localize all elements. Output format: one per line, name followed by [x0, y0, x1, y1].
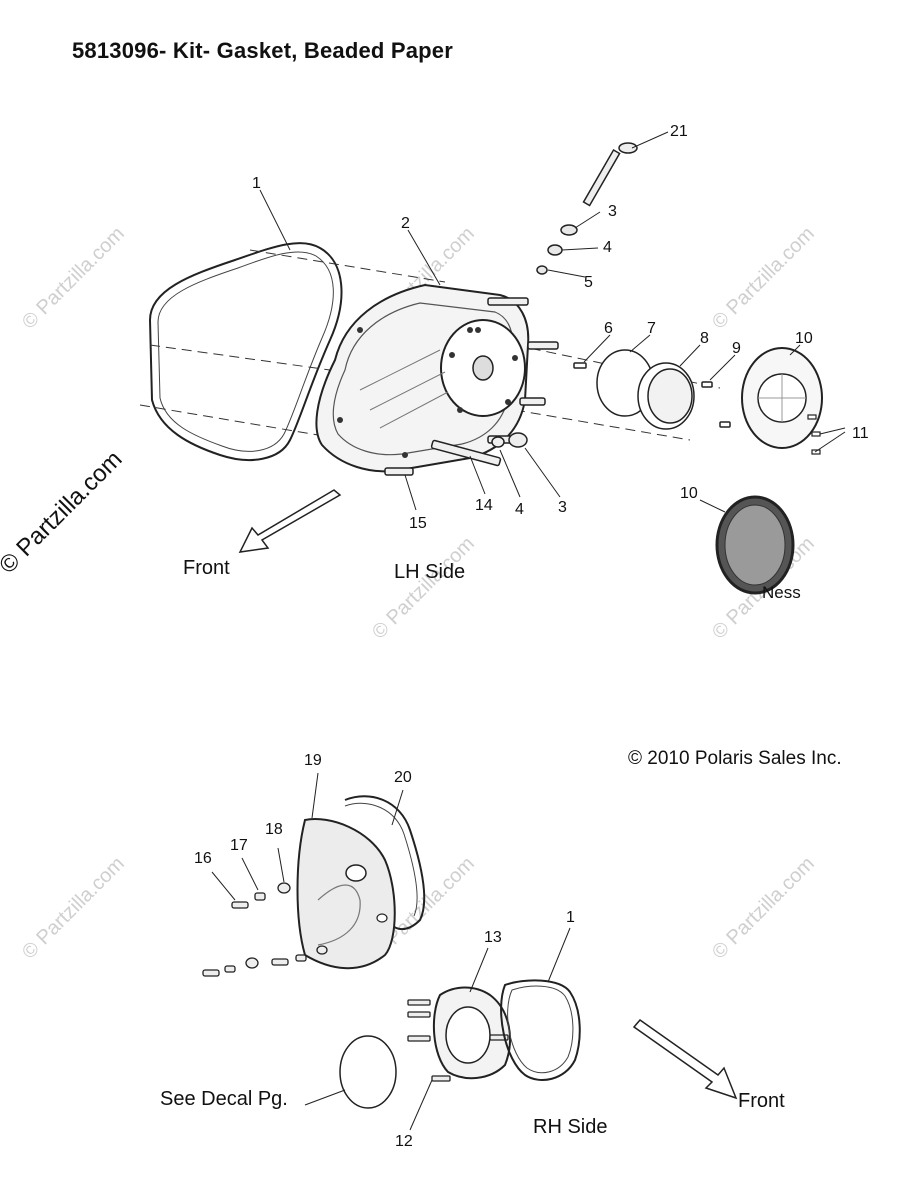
bracket-screws	[407, 999, 509, 1082]
bottom-hardware	[491, 432, 528, 448]
callout-14: 14	[475, 497, 493, 514]
derby-cover	[741, 347, 823, 449]
label-lh-side: LH Side	[394, 561, 466, 583]
callout-21: 21	[670, 123, 688, 140]
callout-1: 1	[252, 175, 261, 192]
page-title: 5813096- Kit- Gasket, Beaded Paper	[72, 38, 453, 63]
callout-10: 10	[795, 330, 813, 347]
callout-7: 7	[647, 320, 656, 337]
label-front-top: Front	[183, 557, 230, 579]
leader-lines-top	[259, 131, 846, 513]
bracket-13	[432, 986, 511, 1080]
callout-13: 13	[484, 929, 502, 946]
callout-8: 8	[700, 330, 709, 347]
callout-19: 19	[304, 752, 322, 769]
copyright-notice: © 2010 Polaris Sales Inc.	[628, 748, 842, 769]
callout-15: 15	[409, 515, 427, 532]
callout-12: 12	[395, 1133, 413, 1150]
callout-9: 9	[732, 340, 741, 357]
callout-4: 4	[603, 239, 612, 256]
watermark: © Partzilla.com	[368, 533, 479, 644]
callout-2: 2	[401, 215, 410, 232]
leader-lines-bottom	[211, 772, 571, 1131]
front-arrow-top	[238, 489, 342, 553]
callout-1-rh: 1	[566, 909, 575, 926]
callout-11: 11	[852, 425, 869, 442]
callout-4-lower: 4	[515, 501, 524, 518]
label-front-bottom: Front	[738, 1090, 785, 1112]
ness-mesh-cover	[715, 495, 795, 595]
cam-cover-19	[296, 818, 396, 970]
shaft-part	[582, 142, 638, 207]
gasket-rh	[500, 979, 581, 1081]
bushings-top	[536, 224, 578, 275]
callout-18: 18	[265, 821, 283, 838]
callout-16: 16	[194, 850, 212, 867]
gasket-lh	[148, 242, 343, 461]
label-rh-side: RH Side	[533, 1116, 608, 1138]
watermark: © Partzilla.com	[18, 853, 129, 964]
watermark: © Partzilla.com	[708, 223, 819, 334]
callout-20: 20	[394, 769, 412, 786]
primary-cover-lh	[315, 283, 530, 473]
label-see-decal: See Decal Pg.	[160, 1088, 288, 1110]
inspection-parts	[573, 349, 731, 430]
label-ness: Ness	[762, 583, 801, 602]
watermark: © Partzilla.com	[18, 223, 129, 334]
callout-6: 6	[604, 320, 613, 337]
gasket-20	[344, 795, 426, 930]
cover-hardware-rh	[202, 882, 328, 977]
callout-3-lower: 3	[558, 499, 567, 516]
gasket-lh-inner	[157, 251, 334, 452]
callout-17: 17	[230, 837, 248, 854]
callout-5: 5	[584, 274, 593, 291]
callout-10-ness: 10	[680, 485, 698, 502]
callout-3: 3	[608, 203, 617, 220]
watermark: © Partzilla.com	[708, 853, 819, 964]
front-arrow-bottom	[632, 1018, 738, 1100]
decal-disc	[339, 1035, 397, 1109]
